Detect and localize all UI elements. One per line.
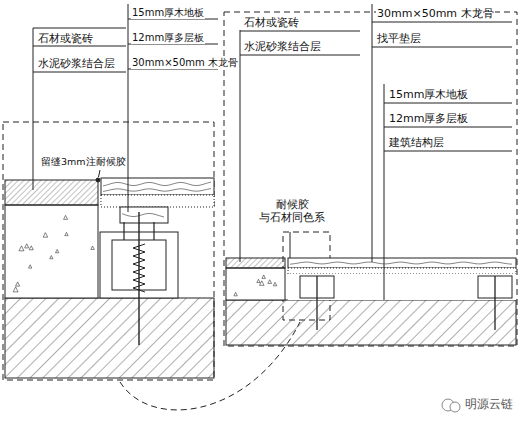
callout-label: 12mm厚多层板 xyxy=(131,32,205,44)
callout-label: 水泥砂浆结合层 xyxy=(37,57,116,70)
mortar-layer xyxy=(5,205,98,298)
callout-label: 水泥砂浆结合层 xyxy=(243,40,322,53)
structure-layer xyxy=(5,298,214,378)
watermark: 明源云链 xyxy=(464,397,514,411)
spring xyxy=(133,244,145,292)
stone-layer xyxy=(5,180,98,205)
callout-label: 12mm厚多层板 xyxy=(388,112,469,125)
section-frame xyxy=(224,12,517,346)
callout-label: 15mm厚木地板 xyxy=(131,7,205,19)
plywood xyxy=(101,195,214,207)
callout-label: 15mm厚木地板 xyxy=(388,88,469,101)
wood-floor xyxy=(288,258,516,268)
sealant-dot xyxy=(96,178,100,182)
wood-floor xyxy=(101,178,214,195)
callout-label: 30mm×50mm 木龙骨 xyxy=(131,57,239,69)
callout-label: 找平垫层 xyxy=(376,32,422,45)
stone-layer xyxy=(226,258,285,268)
callout-label: 石材或瓷砖 xyxy=(37,32,94,45)
structure-layer xyxy=(226,300,516,345)
detail-frame xyxy=(3,122,214,380)
callout-label: 耐候胶 与石材同色系 xyxy=(256,198,328,224)
levelling-layer xyxy=(288,274,516,300)
mortar-layer xyxy=(226,268,285,300)
plywood xyxy=(288,268,516,274)
callout-label: 30mm×50mm 木龙骨 xyxy=(376,7,495,20)
wood-joist xyxy=(120,207,168,223)
callout-label: 建筑结构层 xyxy=(388,136,445,149)
callout-label: 留缝3mm注耐候胶 xyxy=(40,156,127,167)
callout-label: 石材或瓷砖 xyxy=(243,16,300,29)
